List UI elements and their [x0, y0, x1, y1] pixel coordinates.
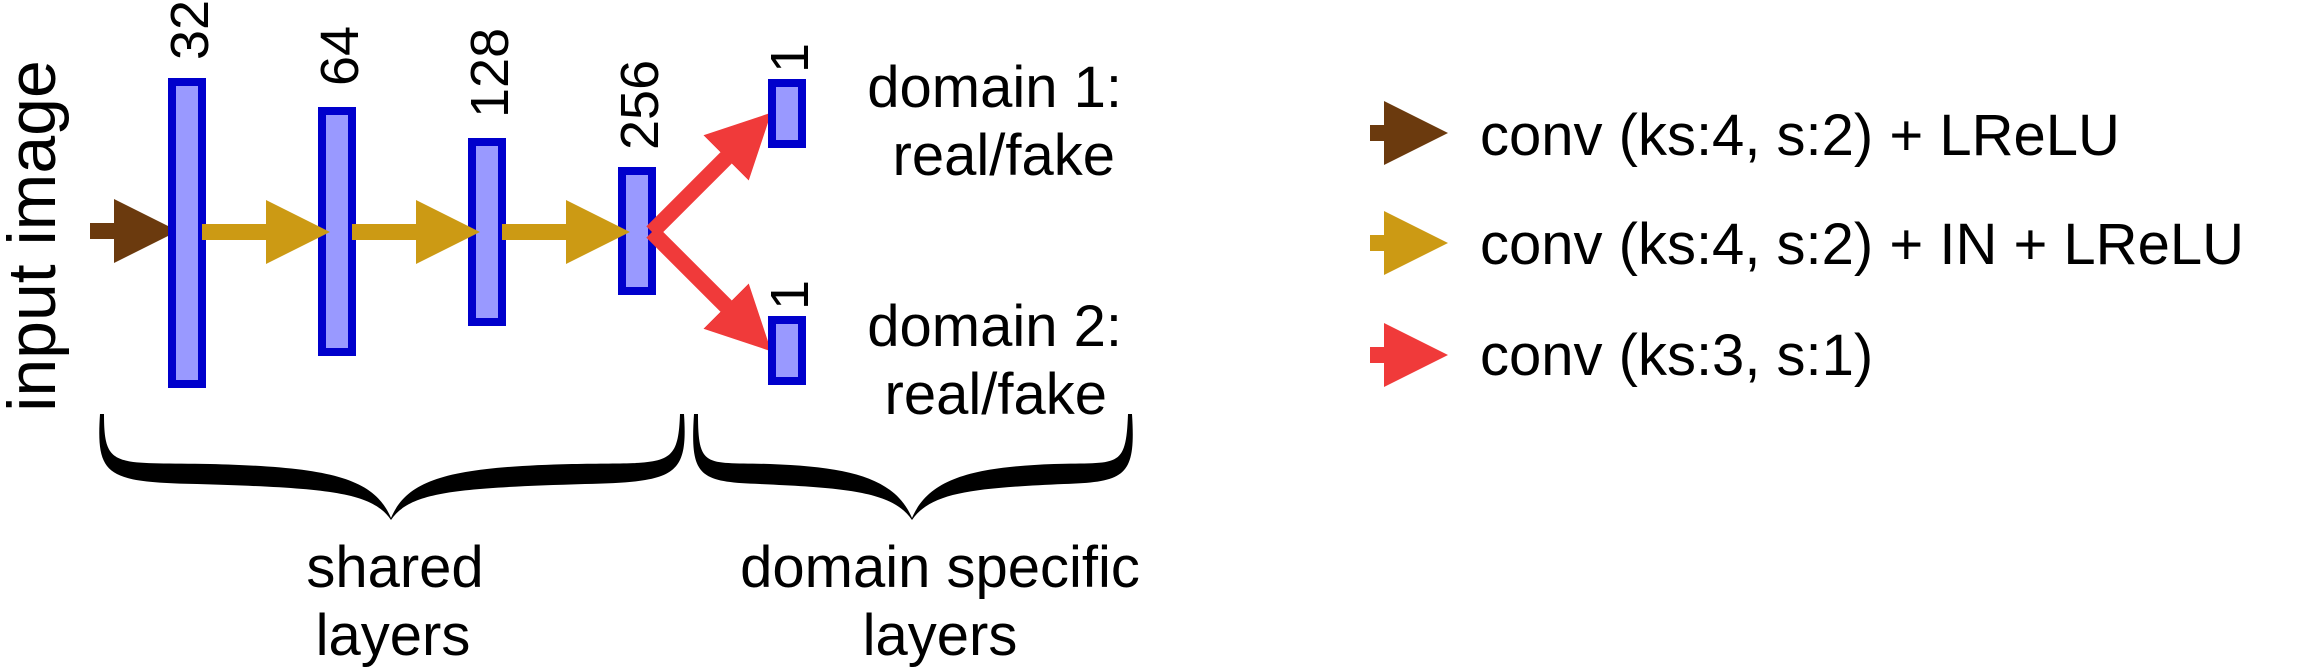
domain1-conv-arrow: [646, 112, 772, 238]
domain1-label-line2: real/fake: [893, 123, 1115, 188]
channels-label-256: 256: [610, 60, 670, 150]
domain-specific-layers-label-line2: layers: [863, 603, 1018, 668]
domain1-label-line1: domain 1:: [867, 55, 1122, 120]
channels-label-128: 128: [460, 28, 520, 118]
output-channels-label-domain2: 1: [760, 280, 820, 310]
input-image-label: input image: [0, 60, 70, 412]
output-block-domain1: [768, 79, 806, 148]
layer-block-256: [618, 167, 656, 295]
legend: conv (ks:4, s:2) + LReLU conv (ks:4, s:2…: [1370, 101, 2244, 388]
shared-layers-label-line2: layers: [316, 603, 471, 668]
domain2-label-line2: real/fake: [885, 362, 1107, 427]
legend-conv-in-lrelu-label: conv (ks:4, s:2) + IN + LReLU: [1480, 212, 2244, 277]
layer-block-32: [168, 78, 206, 388]
domain-specific-layers-label-line1: domain specific: [740, 535, 1140, 600]
layer-block-64: [318, 107, 356, 356]
channels-label-64: 64: [310, 26, 370, 86]
layer-block-128: [468, 138, 506, 326]
legend-conv-lrelu-label: conv (ks:4, s:2) + LReLU: [1480, 103, 2120, 168]
domain2-conv-arrow: [646, 226, 772, 352]
legend-conv-ks3-label: conv (ks:3, s:1): [1480, 323, 1873, 388]
shared-layers-brace: [99, 414, 685, 520]
domain2-label-line1: domain 2:: [867, 294, 1122, 359]
output-channels-label-domain1: 1: [760, 43, 820, 73]
output-block-domain2: [768, 316, 806, 385]
channels-label-32: 32: [160, 0, 220, 60]
shared-layers-label-line1: shared: [306, 535, 483, 600]
domain-specific-layers-brace: [693, 414, 1133, 520]
